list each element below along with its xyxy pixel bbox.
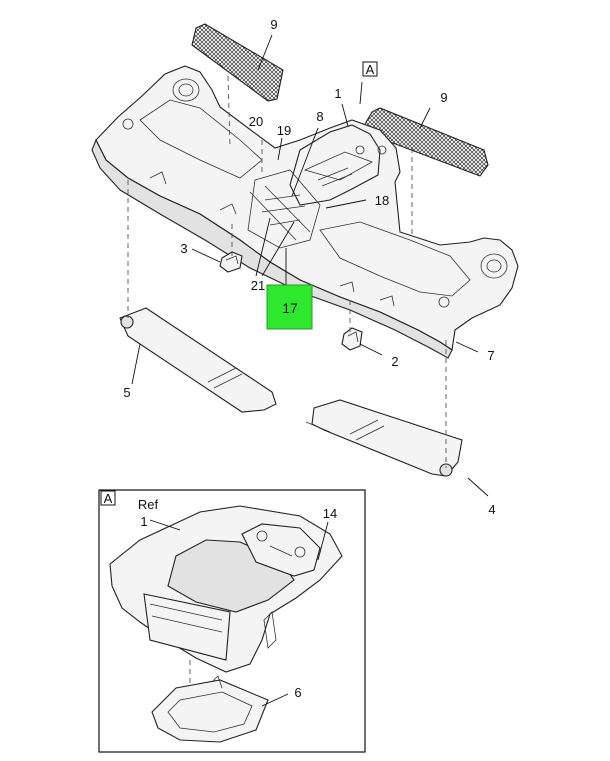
callout-2: 2: [391, 354, 398, 369]
callout-8: 8: [316, 109, 323, 124]
leader-lines: [131, 34, 489, 497]
callout-3: 3: [180, 241, 187, 256]
callout-1-detail: 1: [140, 514, 147, 529]
overhead-trim-panel: [91, 65, 519, 359]
callout-17-highlight[interactable]: [266, 284, 313, 330]
detail-view-a: A Ref 1 14 6: [98, 489, 366, 753]
detail-a-label: A: [104, 491, 113, 506]
callout-17: 17: [282, 300, 298, 316]
callout-14: 14: [323, 506, 337, 521]
alignment-lines: [127, 75, 447, 468]
callout-9-left: 9: [270, 17, 277, 32]
detail-a-frame: [98, 489, 366, 753]
detail-a-label-box: [100, 490, 116, 506]
callout-6: 6: [294, 685, 301, 700]
callout-9-right: 9: [440, 90, 447, 105]
callout-18: 18: [375, 193, 389, 208]
callout-20: 20: [249, 114, 263, 129]
callout-5: 5: [123, 385, 130, 400]
clip-2: [341, 327, 363, 351]
view-a-marker-box: [362, 61, 378, 77]
callout-7: 7: [487, 348, 494, 363]
sunvisor-right: [305, 399, 463, 477]
sunvisor-left: [119, 307, 277, 413]
speaker-grille-left: [191, 23, 284, 102]
clip-3: [219, 251, 243, 273]
callout-1: 1: [334, 86, 341, 101]
callout-19: 19: [277, 123, 291, 138]
callout-21: 21: [251, 278, 265, 293]
callout-4: 4: [488, 502, 495, 517]
callout-ref: Ref: [138, 497, 159, 512]
view-a-marker: A: [366, 62, 375, 77]
